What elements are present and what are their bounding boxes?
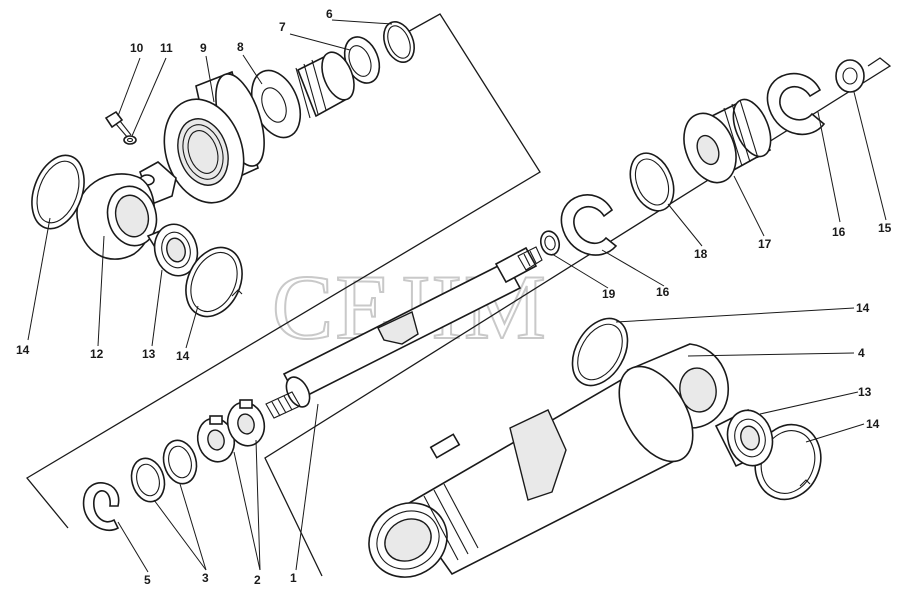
part-13-bushing-left <box>146 223 199 277</box>
callout-13-right: 13 <box>858 385 872 399</box>
callout-labels: 10 11 9 8 7 6 14 12 13 14 5 3 2 1 19 16 … <box>16 7 892 587</box>
callout-4: 4 <box>858 346 865 360</box>
part-9-gland-nut <box>163 70 265 204</box>
part-4-cylinder-barrel <box>368 343 729 578</box>
part-14-ring-center <box>185 246 243 318</box>
leader-lines <box>27 19 887 573</box>
callout-7: 7 <box>279 20 286 34</box>
part-2-split-ring-b <box>226 399 266 447</box>
callout-2: 2 <box>254 573 261 587</box>
part-11-washer <box>123 135 137 145</box>
callout-3: 3 <box>202 571 209 585</box>
callout-14-right-upper: 14 <box>856 301 870 315</box>
part-18-ring <box>629 152 675 212</box>
part-19-small-seal <box>539 230 561 256</box>
callout-13-left: 13 <box>142 347 156 361</box>
callout-8: 8 <box>237 40 244 54</box>
part-5-snap-ring <box>82 482 120 532</box>
part-7-ring <box>343 36 381 84</box>
assembly-frame-lower <box>264 57 892 577</box>
part-1-piston-rod <box>265 246 543 419</box>
part-13-bushing-right <box>714 408 774 468</box>
callout-12: 12 <box>90 347 104 361</box>
part-3-seal-ring-a <box>130 457 166 503</box>
callout-9: 9 <box>200 41 207 55</box>
callout-1: 1 <box>290 571 297 585</box>
part-2-split-ring-a <box>196 415 236 463</box>
callout-10: 10 <box>130 41 144 55</box>
part-17-piston <box>683 98 772 184</box>
callout-14-right-lower: 14 <box>866 417 880 431</box>
callout-16-lower: 16 <box>656 285 670 299</box>
callout-11: 11 <box>160 41 173 55</box>
part-16-split-ring-a <box>560 194 618 256</box>
part-15-nut <box>835 59 865 93</box>
callout-17: 17 <box>758 237 772 251</box>
callout-5: 5 <box>144 573 151 587</box>
callout-15: 15 <box>878 221 892 235</box>
callout-14-left: 14 <box>16 343 30 357</box>
part-6-ring <box>383 21 415 63</box>
part-8-piston <box>250 51 355 139</box>
callout-6: 6 <box>326 7 333 21</box>
callout-18: 18 <box>694 247 708 261</box>
part-14-ring-right-upper <box>571 317 629 387</box>
assembly-frame-upper <box>26 13 541 529</box>
part-14-ring-left <box>31 154 85 230</box>
part-16-split-ring-b <box>766 72 826 136</box>
callout-19: 19 <box>602 287 616 301</box>
part-12-rod-eye <box>76 161 177 260</box>
callout-16-upper: 16 <box>832 225 846 239</box>
part-3-seal-ring-b <box>162 439 198 485</box>
callout-14-center: 14 <box>176 349 190 363</box>
